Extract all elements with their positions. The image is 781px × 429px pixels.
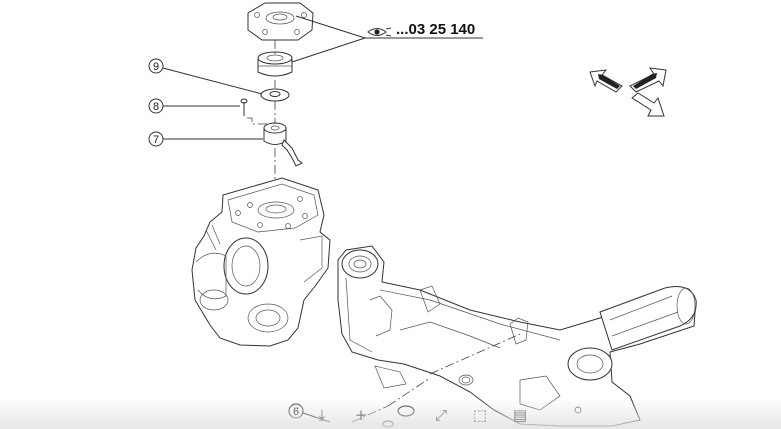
- callout-9[interactable]: 9: [148, 58, 263, 95]
- viewer-toolbar: [0, 398, 781, 429]
- callout-9-label: 9: [153, 61, 159, 73]
- callout-8[interactable]: 8: [148, 98, 240, 114]
- callout-7-label: 7: [153, 134, 159, 146]
- screw-part-8[interactable]: [240, 98, 248, 116]
- crosshair-icon[interactable]: +: [354, 406, 368, 424]
- washer-part-9[interactable]: [260, 88, 290, 102]
- callout-7[interactable]: 7: [148, 131, 263, 147]
- axle-beam-part[interactable]: [337, 245, 697, 427]
- navigation-arrows: [589, 67, 667, 117]
- mounting-flange-part[interactable]: [247, 2, 314, 41]
- print-icon[interactable]: ▤: [512, 406, 528, 424]
- select-region-icon[interactable]: ⬚: [472, 406, 488, 424]
- fit-view-icon[interactable]: ⤢: [434, 406, 447, 424]
- download-icon[interactable]: ⤓: [318, 406, 326, 424]
- reference-leader-lines: [291, 15, 483, 63]
- callout-8-label: 8: [153, 101, 159, 113]
- bearing-part[interactable]: [257, 51, 293, 77]
- knuckle-housing-part[interactable]: [191, 177, 331, 347]
- view-reference-icon: [367, 27, 392, 37]
- sensor-part-7[interactable]: [263, 122, 303, 167]
- arrow-up-left-shade: [598, 74, 620, 89]
- arrow-up-right-shade: [633, 73, 657, 89]
- part-reference-number[interactable]: ...03 25 140: [396, 21, 475, 38]
- arrow-down-right-icon[interactable]: [631, 92, 665, 117]
